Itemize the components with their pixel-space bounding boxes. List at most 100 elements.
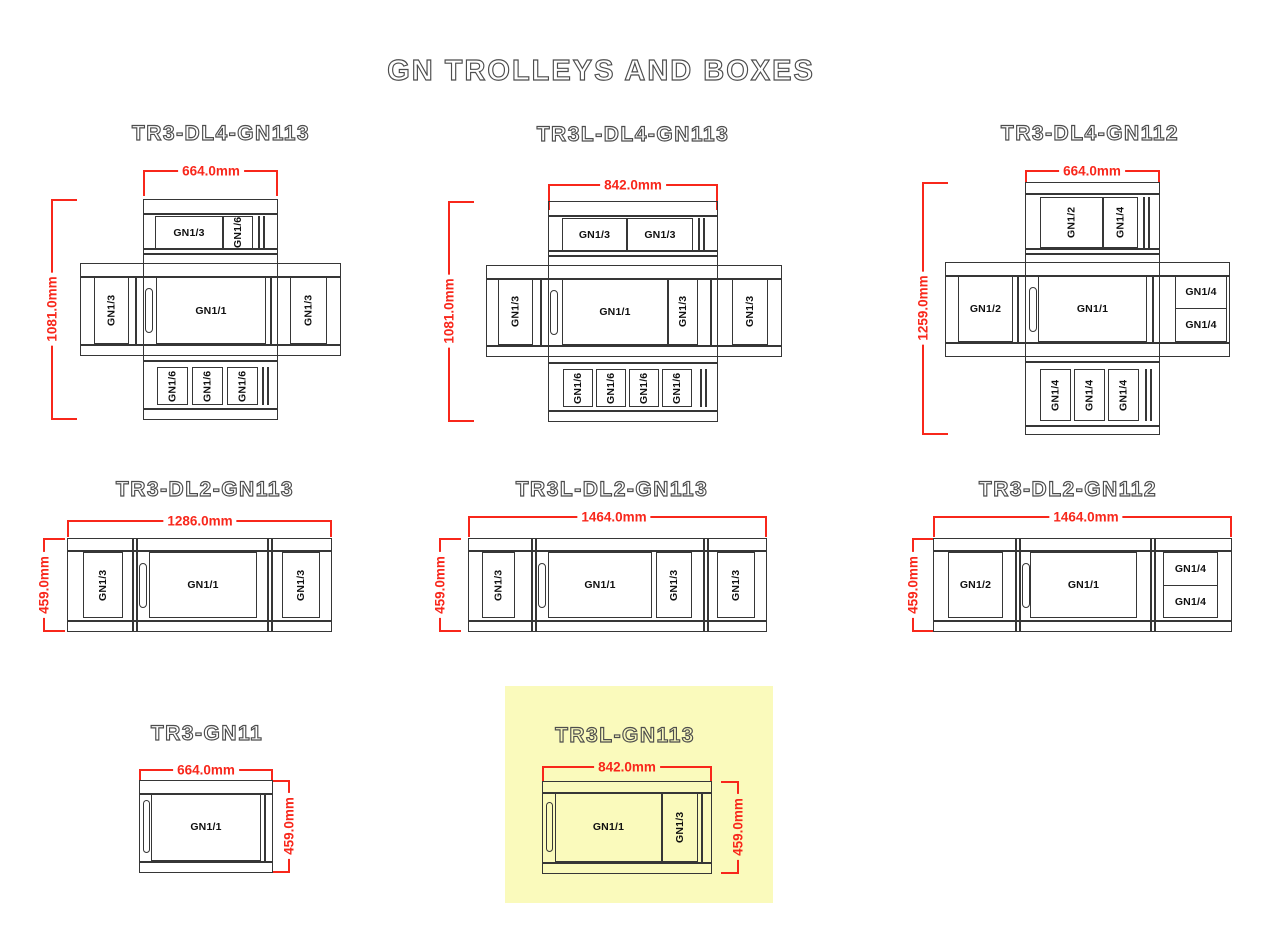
dim-tick [1025,170,1027,182]
gn-box: GN1/3 [732,278,768,345]
gn-box: GN1/3 [627,218,693,251]
handle-slot [546,802,553,852]
dim-tick [922,433,948,435]
dim-tick [448,201,474,203]
rail-line [548,215,718,217]
dim-tick [330,520,332,537]
rail-line [1025,248,1160,250]
gn-box: GN1/6 [227,367,258,405]
gn-box: GN1/3 [662,792,698,862]
width-dimension: 1286.0mm [163,513,237,529]
height-dimension: 1081.0mm [441,274,457,348]
gn-box: GN1/6 [157,367,188,405]
dim-tick [548,184,550,210]
slot-line [701,792,703,862]
trolley-vertical-frame [143,199,278,420]
gn-box: GN1/3 [83,552,123,618]
width-dimension: 1464.0mm [1049,509,1123,525]
dim-tick [721,781,737,783]
width-dimension: 842.0mm [600,177,666,193]
slot-line [1148,197,1150,248]
trolley-horizontal-frame [486,265,782,357]
height-dimension: 1081.0mm [44,272,60,346]
height-dimension: 459.0mm [281,793,297,859]
gn-box: GN1/1 [156,277,266,344]
divider-line [1150,538,1152,632]
height-dimension: 459.0mm [432,552,448,618]
slot-line [705,369,707,407]
diagram-title: TR3-DL2-GN113 [115,477,295,501]
divider-line [270,277,272,344]
divider-line [703,538,705,632]
highlight-panel [505,686,773,903]
gn-box: GN1/3 [482,552,515,618]
gn-box: GN1/6 [563,369,593,407]
divider-line [267,538,269,632]
gn-box: GN1/3 [562,218,627,251]
gn-box: GN1/3 [290,277,327,344]
dim-tick [273,871,289,873]
dim-tick [912,538,934,540]
divider-line [1152,275,1154,342]
gn-box: GN1/6 [223,216,253,249]
diagram-title: TR3L-DL4-GN113 [536,122,730,146]
dim-tick [716,184,718,210]
trolley-frame [542,781,712,874]
rail-line [468,550,767,552]
trolley-frame [468,538,767,632]
dim-tick [933,516,935,537]
height-dimension: 459.0mm [730,794,746,860]
gn-box: GN1/3 [656,552,692,618]
divider-line [271,538,273,632]
rail-line [143,253,278,255]
rail-line [80,276,341,278]
divider-line [132,538,134,632]
diagram-title: TR3-GN11 [150,721,264,745]
dim-tick [922,182,948,184]
dim-tick [67,520,69,537]
dim-tick [51,418,77,420]
dim-tick [276,170,278,196]
rail-line [67,620,332,622]
rail-line [1025,425,1160,427]
dim-tick [912,630,934,632]
gn-box: GN1/4 [1040,369,1071,421]
divider-line [535,538,537,632]
dim-tick [468,516,470,537]
slot-line [258,216,260,249]
gn-box: GN1/1 [149,552,257,618]
gn-box: GN1/3 [94,277,129,344]
rail-line [548,362,718,364]
slot-line [703,218,705,251]
divider-line [1017,275,1019,342]
gn-box: GN1/6 [596,369,626,407]
rail-line [80,344,341,346]
width-dimension: 664.0mm [178,163,244,179]
dim-tick [1230,516,1232,537]
gn-box: GN1/1 [151,793,261,861]
divider-line [540,278,542,345]
handle-slot [1022,563,1030,608]
trolley-vertical-frame [1025,182,1160,435]
height-dimension: 1259.0mm [915,271,931,345]
height-dimension: 459.0mm [905,552,921,618]
handle-slot [145,288,153,333]
gn-box: GN1/1 [555,792,662,862]
divider-line [1154,538,1156,632]
slot-line [262,367,264,405]
dim-tick [43,630,65,632]
divider-line [1015,538,1017,632]
rail-line [67,550,332,552]
dim-tick [139,769,141,780]
rail-line [933,550,1232,552]
gn-box: GN1/3 [717,552,755,618]
divider-line [707,538,709,632]
trolley-frame [139,780,273,873]
gn-box: GN1/4 [1108,369,1139,421]
handle-slot [143,800,150,853]
gn-box: GN1/6 [629,369,659,407]
rail-line [486,345,782,347]
gn-box: GN1/4 [1163,585,1218,618]
slot-line [263,216,265,249]
